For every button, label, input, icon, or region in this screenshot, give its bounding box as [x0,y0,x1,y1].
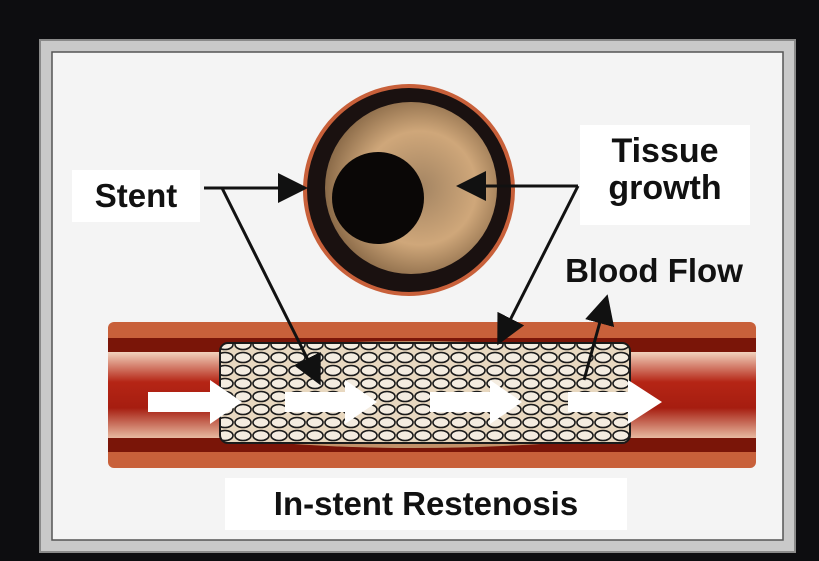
tissue-growth-label: Tissue growth [580,125,750,225]
cross-section [305,86,513,294]
stent-label: Stent [72,170,200,222]
diagram-title: In-stent Restenosis [225,478,627,530]
blood-flow-label: Blood Flow [548,248,760,294]
tissue-label-line1: Tissue [580,133,750,170]
artery-section [108,322,756,468]
tissue-label-line2: growth [580,170,750,207]
cross-section-lumen [332,152,424,244]
